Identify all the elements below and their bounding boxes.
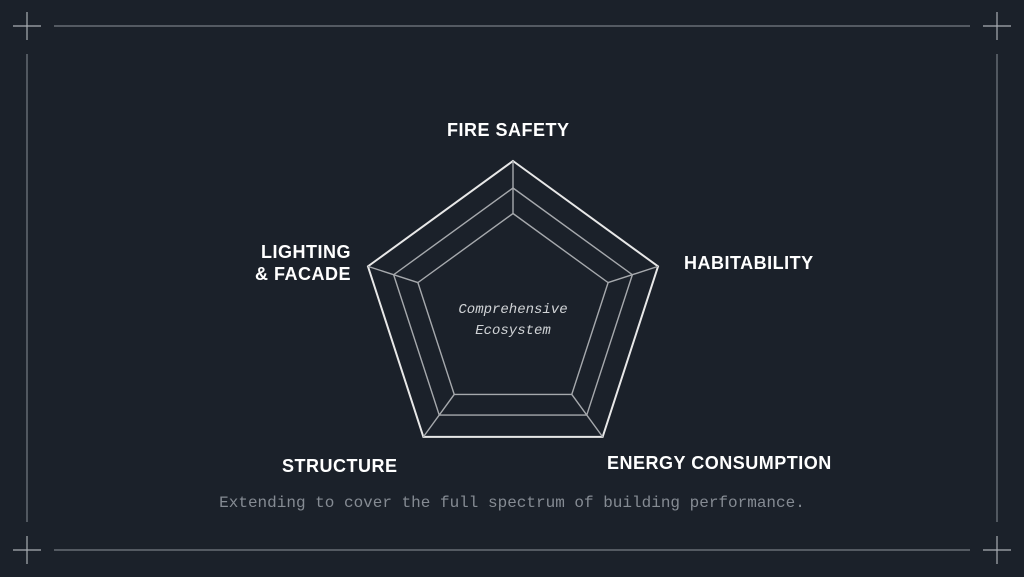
center-label: Comprehensive Ecosystem (413, 300, 613, 342)
caption: Extending to cover the full spectrum of … (219, 494, 805, 512)
axis-label-lighting-facade: LIGHTING & FACADE (246, 241, 351, 285)
pentagon-spoke (607, 265, 659, 284)
center-label-line1: Comprehensive (458, 302, 568, 318)
axis-label-energy-consumption: ENERGY CONSUMPTION (607, 453, 832, 473)
pentagon-spoke (422, 393, 455, 438)
pentagon-ring-2 (392, 187, 634, 416)
lighting-line2: & FACADE (254, 264, 351, 284)
lighting-line1: LIGHTING (261, 242, 351, 262)
axis-label-structure: STRUCTURE (282, 456, 398, 476)
axis-label-fire-safety: FIRE SAFETY (447, 120, 570, 140)
pentagon-spoke (571, 393, 604, 438)
pentagon-ring-1 (366, 159, 660, 438)
pentagon-spoke (367, 265, 419, 284)
center-label-line2: Ecosystem (475, 323, 551, 339)
pentagon-ring-3 (417, 212, 609, 396)
axis-label-habitability: HABITABILITY (684, 253, 814, 273)
frame (26, 25, 998, 551)
